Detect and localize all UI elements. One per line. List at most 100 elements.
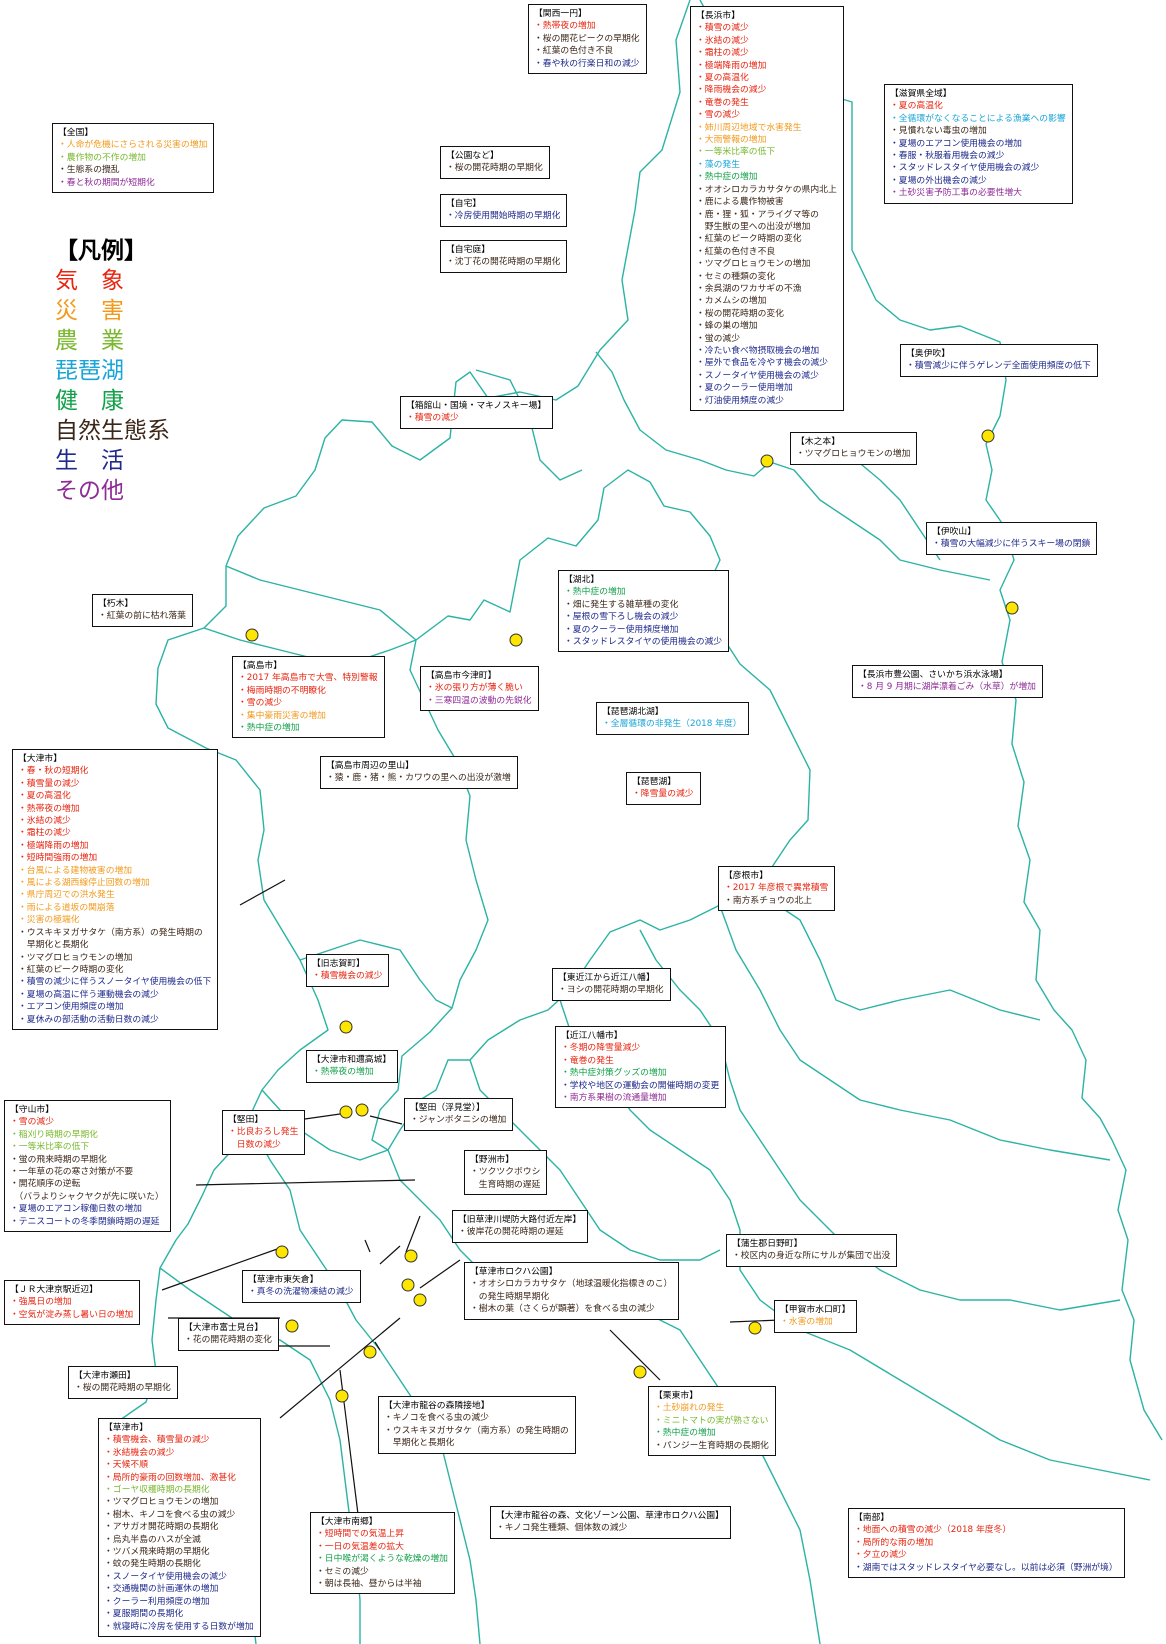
impact-item: ・県庁周辺での洪水発生 bbox=[18, 890, 115, 901]
box-title: 【大津市龍谷の森、文化ゾーン公園、草津市ロクハ公園】 bbox=[496, 1511, 724, 1521]
leader-line bbox=[419, 1259, 461, 1289]
region-box-okuibuki: 【奥伊吹】・積雪減少に伴うゲレンデ全面使用頻度の低下 bbox=[900, 344, 1098, 377]
impact-item: ・氷結の減少 bbox=[18, 816, 71, 827]
impact-item: ・夏の高温化 bbox=[696, 73, 749, 84]
impact-item: ・冬期の降雪量減少 bbox=[561, 1043, 641, 1054]
impact-item: ・2017 年彦根で異常積雪 bbox=[724, 883, 829, 894]
box-title: 【朽木】 bbox=[98, 599, 134, 609]
impact-item: ・桜の開花時期の早期化 bbox=[446, 163, 543, 174]
region-box-yasu: 【野洲市】・ツクツクボウシ 生育時期の遅延 bbox=[464, 1150, 548, 1196]
box-title: 【箱館山・国境・マキノスキー場】 bbox=[406, 401, 547, 411]
impact-item: ・樹木の葉（さくらが顕著）を食べる虫の減少 bbox=[470, 1304, 655, 1315]
impact-item: ・積雪の大幅減少に伴うスキー場の閉鎖 bbox=[932, 539, 1091, 550]
legend-item-lake-biwa: 琵琶湖 bbox=[55, 358, 124, 384]
region-box-minakuchi: 【甲賀市水口町】・水害の増加 bbox=[774, 1300, 858, 1333]
impact-item: ・桜の開花時期の変化 bbox=[696, 308, 784, 319]
box-title: 【関西一円】 bbox=[534, 9, 587, 19]
impact-list: ・桜の開花時期の早期化 bbox=[446, 162, 543, 174]
region-box-lake-biwa: 【琵琶湖】・降雪量の減少 bbox=[626, 772, 701, 805]
impact-item: ・積雪の減少に伴うスノータイヤ使用機会の低下 bbox=[18, 977, 212, 988]
box-title: 【琵琶湖】 bbox=[632, 777, 676, 787]
location-marker-ryukoku bbox=[363, 1345, 377, 1359]
impact-item: ・セミの種類の変化 bbox=[696, 271, 776, 282]
legend-item-disaster: 災 害 bbox=[55, 298, 124, 324]
region-box-takashima-satoyama: 【高島市周辺の里山】・猿・鹿・猪・熊・カワウの里への出没が激増 bbox=[320, 756, 518, 789]
region-box-rokuha-park: 【草津市ロクハ公園】・オオシロカラカサタケ（地球温暖化指標きのこ） の発生時期早… bbox=[464, 1262, 680, 1320]
location-marker-katata bbox=[339, 1105, 353, 1119]
region-box-zenkoku: 【全国】・人命が危機にさらされる災害の増加・農作物の不作の増加・生態系の攪乱・春… bbox=[52, 123, 215, 194]
impact-list: ・氷の張り方が薄く脆い・三寒四温の波動の先鋭化 bbox=[426, 682, 532, 707]
impact-item: ・全層循環の非発生（2018 年度） bbox=[602, 719, 742, 730]
location-marker-minakuchi bbox=[748, 1321, 762, 1335]
impact-item: ・竜巻の発生 bbox=[696, 97, 749, 108]
region-box-hakodateyama: 【箱館山・国境・マキノスキー場】・積雪の減少 bbox=[400, 396, 554, 429]
impact-item: ・氷結機会の減少 bbox=[104, 1447, 175, 1458]
region-box-hikone: 【彦根市】・2017 年彦根で異常積雪・南方系チョウの北上 bbox=[718, 866, 836, 912]
impact-item: ・積雪機会の減少 bbox=[312, 971, 383, 982]
impact-item: ・南方系チョウの北上 bbox=[724, 895, 812, 906]
leader-line bbox=[609, 1329, 661, 1381]
prefecture-boundary bbox=[109, 0, 691, 1644]
impact-item: ・スノータイヤ使用機会の減少 bbox=[104, 1571, 227, 1582]
impact-item: ・ツクツクボウシ bbox=[470, 1167, 541, 1178]
impact-item: ・熱中症の増加 bbox=[696, 172, 758, 183]
impact-list: ・キノコ発生種類、個体数の減少 bbox=[496, 1522, 724, 1534]
impact-item: ・熱帯夜の増加 bbox=[18, 803, 80, 814]
impact-item: ・三寒四温の波動の先鋭化 bbox=[426, 695, 532, 706]
impact-item: ・蛍の飛来時期の早期化 bbox=[10, 1154, 107, 1165]
impact-item: ・オオシロカラカサタケ（地球温暖化指標きのこ） bbox=[470, 1279, 673, 1290]
location-marker-kutsuki bbox=[245, 628, 259, 642]
impact-list: ・地面への積雪の減少（2018 年度冬）・局所的な雨の増加・夕立の減少・湖南では… bbox=[854, 1524, 1118, 1574]
region-box-katata: 【堅田】・比良おろし発生 日数の減少 bbox=[222, 1110, 306, 1156]
impact-item: の発生時期早期化 bbox=[470, 1291, 550, 1302]
impact-item: ・ツマグロヒョウモンの増加 bbox=[18, 952, 133, 963]
impact-list: ・積雪機会、積雪量の減少・氷結機会の減少・天候不順・局所的豪雨の回数増加、激甚化… bbox=[104, 1434, 254, 1633]
box-title: 【高島市今津町】 bbox=[426, 671, 497, 681]
region-box-jr-otsukyo: 【ＪＲ大津京駅近辺】・強風日の増加・空気が淀み蒸し暑い日の増加 bbox=[4, 1280, 141, 1326]
impact-item: ・夕立の減少 bbox=[854, 1550, 907, 1561]
impact-item: ・見慣れない毒虫の増加 bbox=[890, 126, 987, 137]
impact-item: ・地面への積雪の減少（2018 年度冬） bbox=[854, 1525, 1012, 1536]
impact-item: ・水害の増加 bbox=[780, 1317, 833, 1328]
impact-item: ・沈丁花の開花時期の早期化 bbox=[446, 257, 561, 268]
legend-item-other: その他 bbox=[55, 478, 124, 504]
impact-item: ・一等米比率の低下 bbox=[696, 147, 776, 158]
impact-item: ・雪の減少 bbox=[696, 110, 740, 121]
impact-item: ・一等米比率の低下 bbox=[10, 1142, 90, 1153]
impact-item: ・ウスキキヌガサタケ（南方系）の発生時期の bbox=[18, 927, 203, 938]
impact-item: ・夏場のエアコン使用機会の増加 bbox=[890, 138, 1022, 149]
impact-item: ・台風による建物被害の増加 bbox=[18, 865, 133, 876]
impact-item: ・熱中症の増加 bbox=[654, 1428, 716, 1439]
region-box-old-kusatsu-river: 【旧草津川堤防大路付近左岸】・彼岸花の開花時期の遅延 bbox=[452, 1210, 589, 1243]
impact-item: ・クーラー利用頻度の増加 bbox=[104, 1596, 210, 1607]
impact-item: ・熱中症対策グッズの増加 bbox=[561, 1068, 667, 1079]
impact-item: ・雪の減少 bbox=[238, 698, 282, 709]
impact-item: ・短時間での気温上昇 bbox=[316, 1529, 404, 1540]
impact-list: ・人命が危機にさらされる災害の増加・農作物の不作の増加・生態系の攪乱・春と秋の期… bbox=[58, 139, 207, 189]
region-box-culture-zone: 【大津市龍谷の森、文化ゾーン公園、草津市ロクハ公園】・キノコ発生種類、個体数の減… bbox=[490, 1506, 731, 1539]
impact-item: ・熱中症の増加 bbox=[238, 723, 300, 734]
region-box-higashiomi: 【東近江から近江八幡】・ヨシの開花時期の早期化 bbox=[552, 968, 671, 1001]
impact-item: ・紅葉の色付き不良 bbox=[534, 46, 614, 57]
box-title: 【長浜市】 bbox=[696, 11, 740, 21]
region-box-home: 【自宅】・冷房使用開始時期の早期化 bbox=[440, 194, 568, 227]
location-marker-rokuha bbox=[413, 1293, 427, 1307]
impact-item: ・雨による道坂の関崩落 bbox=[18, 902, 115, 913]
impact-item: ・大雨警報の増加 bbox=[696, 135, 767, 146]
box-title: 【長浜市豊公園、さいかち浜水泳場】 bbox=[858, 670, 1008, 680]
impact-item: ・烏丸半島のハスが全滅 bbox=[104, 1534, 201, 1545]
leader-line bbox=[369, 1115, 403, 1125]
impact-list: ・2017 年彦根で異常積雪・南方系チョウの北上 bbox=[724, 882, 828, 907]
impact-list: ・オオシロカラカサタケ（地球温暖化指標きのこ） の発生時期早期化・樹木の葉（さく… bbox=[470, 1278, 672, 1315]
impact-item: ・土砂災害予防工事の必要性増大 bbox=[890, 188, 1022, 199]
impact-item: ・学校や地区の運動会の開催時期の変更 bbox=[561, 1080, 720, 1091]
impact-list: ・積雪の減少 bbox=[406, 412, 546, 424]
impact-item: ・一年草の花の寒さ対策が不要 bbox=[10, 1167, 134, 1178]
box-title: 【栗東市】 bbox=[654, 1391, 698, 1401]
impact-item: ・紅葉の色付き不良 bbox=[696, 246, 776, 257]
box-title: 【堅田】 bbox=[228, 1115, 264, 1125]
impact-list: ・土砂崩れの発生・ミニトマトの実が熟さない・熱中症の増加・パンジー生育時期の長期… bbox=[654, 1402, 769, 1452]
impact-list: ・冷房使用開始時期の早期化 bbox=[446, 210, 560, 222]
impact-item: ・春や秋の行楽日和の減少 bbox=[534, 58, 640, 69]
region-box-kohoku: 【湖北】・熱中症の増加・畑に発生する雑草種の変化・屋根の雪下ろし機会の減少・夏の… bbox=[558, 570, 730, 653]
